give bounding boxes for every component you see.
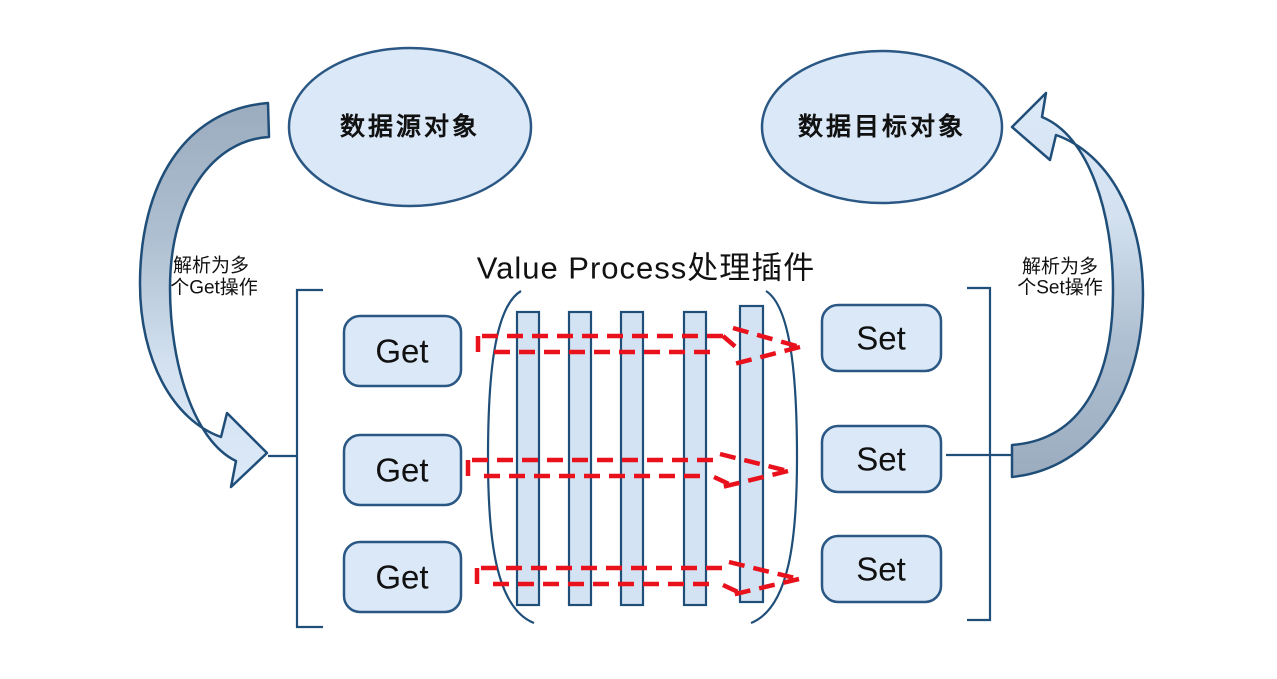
plugin-bar-5 — [738, 304, 765, 604]
source-object-ellipse — [287, 46, 533, 208]
red-flow-arrow-3 — [474, 559, 800, 599]
set-box-3: Set — [820, 534, 943, 604]
set-box-1-label: Set — [856, 320, 906, 357]
get-box-3-label: Get — [375, 559, 428, 596]
plugin-bars — [515, 304, 765, 607]
red-flow-arrows — [465, 325, 801, 599]
get-box-1-label: Get — [375, 333, 428, 370]
plugin-title: Value Process处理插件 — [477, 251, 816, 286]
set-box-1: Set — [820, 303, 943, 373]
red-flow-arrow-1 — [475, 325, 801, 368]
right-note: 解析为多 个Set操作 — [1017, 256, 1103, 299]
get-box-2: Get — [342, 433, 463, 507]
plugin-paren-right — [750, 290, 799, 625]
set-box-2: Set — [820, 424, 943, 494]
set-box-2-label: Set — [856, 441, 906, 478]
get-box-3: Get — [342, 540, 463, 614]
right-note-line2: 个Set操作 — [1017, 277, 1103, 299]
curved-arrow-source-to-get — [138, 101, 271, 489]
get-box-1: Get — [342, 314, 463, 388]
source-object-label: 数据源对象 — [340, 113, 480, 141]
curved-arrow-set-to-target — [1010, 91, 1145, 479]
get-box-2-label: Get — [375, 452, 428, 489]
set-group-bracket — [946, 286, 1012, 622]
target-object-label: 数据目标对象 — [798, 113, 966, 141]
right-note-line1: 解析为多 — [1022, 256, 1098, 278]
left-note-line1: 解析为多 — [173, 255, 249, 277]
red-flow-arrow-2 — [465, 451, 789, 491]
get-group-bracket — [268, 288, 323, 629]
target-object-ellipse — [760, 49, 1004, 205]
set-box-3-label: Set — [856, 551, 906, 588]
left-note-line2: 个Get操作 — [170, 277, 258, 299]
left-note: 解析为多 个Get操作 — [170, 255, 258, 299]
